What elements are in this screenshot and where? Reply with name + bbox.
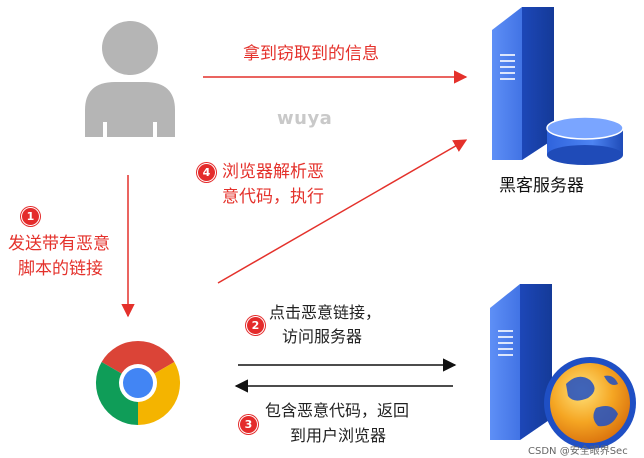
- step-2-line-1: 点击恶意链接，: [269, 303, 382, 322]
- step-4-line-2: 意代码，执行: [222, 187, 324, 207]
- stolen-info-label: 拿到窃取到的信息: [243, 44, 379, 64]
- server-database-icon: [492, 7, 624, 165]
- user-silhouette-icon: [85, 21, 175, 137]
- step-2-badge: 2: [247, 317, 264, 334]
- step-3-line-1: 包含恶意代码，返回: [265, 401, 410, 420]
- step-4-badge: 4: [198, 164, 215, 181]
- credit-watermark: CSDN @安全眼界Sec: [528, 446, 628, 457]
- step-4-line-1: 浏览器解析恶: [222, 162, 324, 182]
- step-3-line-2: 到用户浏览器: [290, 426, 387, 445]
- step-3-badge: 3: [240, 416, 257, 433]
- step-2-line-2: 访问服务器: [282, 327, 363, 346]
- hacker-server-label: 黑客服务器: [499, 176, 584, 196]
- step-1-line-1: 发送带有恶意: [8, 234, 110, 254]
- step-1-badge: 1: [22, 208, 39, 225]
- chrome-browser-icon: [95, 340, 181, 425]
- server-globe-icon: [490, 284, 636, 449]
- watermark: wuya: [277, 108, 333, 129]
- step-1-line-2: 脚本的链接: [18, 259, 103, 279]
- arrow-browser-to-hacker: [217, 139, 468, 284]
